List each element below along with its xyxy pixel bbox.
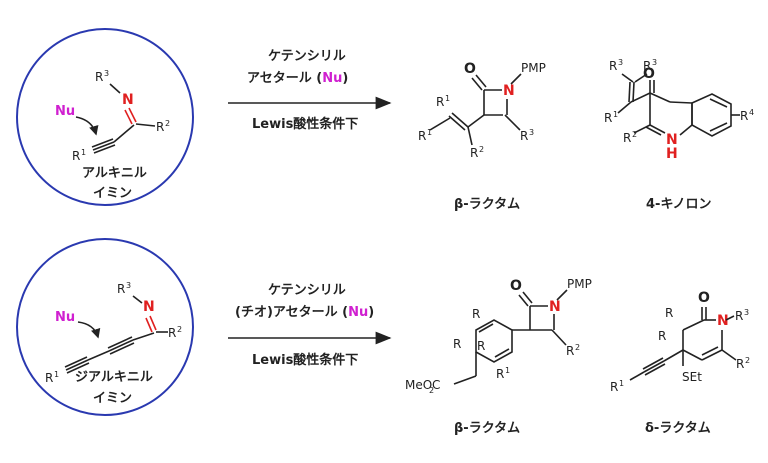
svg-text:R: R xyxy=(665,306,673,320)
arrow1-reagent-line1: ケテンシリル xyxy=(268,49,346,64)
svg-text:R: R xyxy=(117,282,125,296)
svg-text:R: R xyxy=(45,371,53,385)
svg-text:1: 1 xyxy=(613,110,618,119)
svg-text:R: R xyxy=(735,309,743,323)
svg-text:R: R xyxy=(95,70,103,84)
svg-text:2: 2 xyxy=(177,325,182,334)
svg-text:PMP: PMP xyxy=(521,61,546,75)
svg-text:R: R xyxy=(566,344,574,358)
svg-text:N: N xyxy=(666,132,678,148)
svg-text:3: 3 xyxy=(126,281,131,290)
svg-text:R: R xyxy=(658,329,666,343)
svg-text:1: 1 xyxy=(619,379,624,388)
svg-text:O: O xyxy=(643,66,655,82)
svg-text:SEt: SEt xyxy=(682,370,702,384)
svg-text:MeO: MeO xyxy=(405,378,432,392)
svg-text:C: C xyxy=(432,378,440,392)
svg-text:N: N xyxy=(143,299,155,315)
product-caption-2b: δ-ラクタム xyxy=(645,421,711,436)
svg-text:R: R xyxy=(520,129,528,143)
svg-text:2: 2 xyxy=(745,356,750,365)
svg-text:2: 2 xyxy=(479,145,484,154)
svg-text:3: 3 xyxy=(618,58,623,67)
start-caption-1a: アルキニル xyxy=(82,166,147,181)
start-caption-2b: イミン xyxy=(93,391,132,406)
svg-text:Nu: Nu xyxy=(55,104,75,119)
svg-text:O: O xyxy=(698,290,710,306)
start-caption-2a: ジアルキニル xyxy=(75,370,153,385)
svg-text:R: R xyxy=(643,59,651,73)
svg-text:O: O xyxy=(464,61,476,77)
svg-text:R: R xyxy=(472,307,480,321)
svg-text:R: R xyxy=(436,95,444,109)
svg-text:N: N xyxy=(549,299,561,315)
svg-text:R: R xyxy=(470,146,478,160)
alkynyl-imine-circle xyxy=(16,28,194,206)
start-caption-1b: イミン xyxy=(93,186,132,201)
arrow2-reagent-line1: ケテンシリル xyxy=(268,283,346,298)
svg-text:R: R xyxy=(623,131,631,145)
product-caption-2a: β-ラクタム xyxy=(454,421,520,436)
arrow1-condition: Lewis酸性条件下 xyxy=(252,116,358,132)
svg-text:R: R xyxy=(610,380,618,394)
svg-text:R: R xyxy=(609,59,617,73)
product-caption-1a: β-ラクタム xyxy=(454,197,520,212)
dialkynyl-imine-circle xyxy=(16,238,194,416)
svg-text:1: 1 xyxy=(427,128,432,137)
svg-text:N: N xyxy=(122,92,134,108)
svg-text:N: N xyxy=(717,313,729,329)
arrow2-condition: Lewis酸性条件下 xyxy=(252,352,358,368)
svg-text:1: 1 xyxy=(54,370,59,379)
svg-text:R: R xyxy=(740,109,748,123)
svg-text:3: 3 xyxy=(104,69,109,78)
product-caption-1b: 4-キノロン xyxy=(646,197,712,212)
svg-text:4: 4 xyxy=(749,108,754,117)
svg-text:2: 2 xyxy=(165,119,170,128)
svg-text:2: 2 xyxy=(575,343,580,352)
svg-text:R: R xyxy=(604,111,612,125)
svg-text:3: 3 xyxy=(529,128,534,137)
svg-text:1: 1 xyxy=(505,366,510,375)
svg-text:R: R xyxy=(418,129,426,143)
svg-text:2: 2 xyxy=(632,130,637,139)
svg-text:1: 1 xyxy=(81,148,86,157)
svg-text:PMP: PMP xyxy=(567,277,592,291)
svg-text:R: R xyxy=(736,357,744,371)
svg-text:3: 3 xyxy=(652,58,657,67)
svg-text:R: R xyxy=(477,339,485,353)
arrow2-reagent-line2: (チオ)アセタール (Nu) xyxy=(235,305,374,320)
svg-text:R: R xyxy=(496,367,504,381)
svg-text:R: R xyxy=(453,337,461,351)
svg-text:N: N xyxy=(503,83,515,99)
svg-text:2: 2 xyxy=(429,386,434,395)
arrow1-reagent-line2: アセタール (Nu) xyxy=(247,71,348,86)
svg-text:1: 1 xyxy=(445,94,450,103)
svg-text:Nu: Nu xyxy=(55,310,75,325)
svg-text:O: O xyxy=(510,278,522,294)
svg-text:3: 3 xyxy=(744,308,749,317)
svg-text:R: R xyxy=(168,326,176,340)
svg-text:H: H xyxy=(666,146,678,162)
svg-text:R: R xyxy=(156,120,164,134)
svg-text:R: R xyxy=(72,149,80,163)
